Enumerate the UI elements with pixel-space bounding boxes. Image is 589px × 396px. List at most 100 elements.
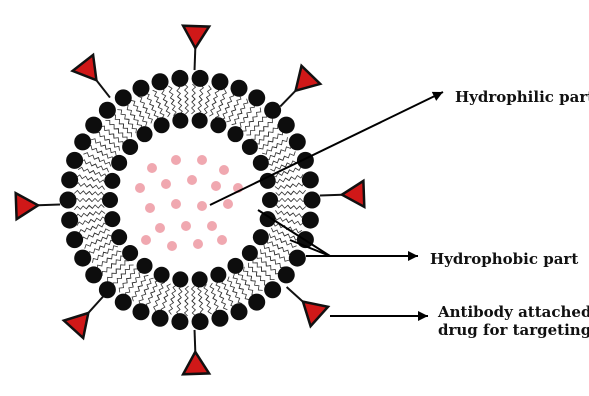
antibody-stem [195, 330, 196, 352]
lipid-tail [94, 158, 111, 167]
lipid-tail [209, 99, 216, 117]
lipid-tail [86, 191, 104, 195]
outer-lipid-head [302, 212, 319, 229]
outer-lipid-head [66, 231, 83, 248]
drug-dot [147, 163, 157, 173]
lipid-tail [275, 210, 293, 215]
antibody-triangle [183, 26, 209, 48]
antibody-triangle [342, 181, 364, 207]
lipid-tail [86, 198, 104, 201]
lipid-tail [237, 113, 248, 128]
outer-lipid-head [85, 117, 102, 134]
inner-lipid-head [137, 126, 153, 142]
lipid-tail [170, 98, 176, 116]
drug-dot [171, 199, 181, 209]
lipid-tail [119, 124, 131, 137]
antibody-label-line2: drug for targeting [438, 321, 589, 339]
arrowhead-icon [408, 251, 418, 261]
inner-lipid-head [172, 113, 188, 129]
antibody-stem [195, 48, 196, 70]
lipid-tail [93, 252, 108, 263]
arrowhead-icon [418, 311, 428, 321]
lipid-tail [238, 99, 248, 115]
inner-lipid-head [227, 258, 243, 274]
antibody-triangle [16, 193, 38, 219]
drug-dot [217, 235, 227, 245]
drug-dot [207, 221, 217, 231]
lipid-tail [83, 153, 99, 162]
lipid-tail [274, 177, 292, 183]
lipid-tail [171, 285, 177, 303]
lipid-tail [276, 191, 294, 195]
drug-dot [181, 221, 191, 231]
lipid-tail [228, 277, 237, 293]
antibody-triangle [296, 66, 321, 91]
lipid-tail [87, 184, 105, 189]
drug-dot [193, 239, 203, 249]
antibody-icon [183, 26, 209, 70]
lipid-tail [221, 103, 230, 120]
outer-lipid-head [289, 250, 306, 267]
lipid-tail [280, 238, 296, 247]
lipid-tail [108, 269, 121, 282]
outer-lipid-head [74, 250, 91, 267]
lipid-tail [216, 281, 224, 298]
lipid-tail [124, 105, 135, 120]
lipid-tail [85, 240, 101, 249]
lipid-tail [256, 272, 268, 285]
lipid-tail [101, 145, 116, 156]
lipid-tail [264, 244, 279, 255]
lipid-tail [164, 284, 171, 302]
outer-lipid-head [61, 212, 78, 229]
lipid-tail [157, 282, 165, 299]
outer-lipid-head [66, 152, 83, 169]
lipid-tail [210, 283, 217, 300]
lipid-tail [199, 85, 204, 103]
inner-lipid-head [172, 271, 188, 287]
antibody-icon [280, 66, 320, 107]
antibody-pointer [330, 311, 428, 321]
lipid-tail [82, 233, 99, 241]
lipid-tail [105, 120, 118, 133]
antibody-label: Antibody attached drug for targeting [438, 303, 589, 339]
lipid-tail [178, 97, 183, 115]
inner-lipid-head [262, 192, 278, 208]
outer-lipid-head [211, 73, 228, 90]
lipid-tail [276, 204, 294, 208]
inner-lipid-head [122, 245, 138, 261]
drug-dot [219, 165, 229, 175]
lipid-tail [233, 274, 243, 290]
inner-lipid-head [242, 245, 258, 261]
lipid-tail [87, 211, 105, 216]
antibody-triangle [183, 352, 209, 374]
antibody-icon [73, 55, 110, 98]
lipid-tail [287, 212, 305, 217]
lipid-tail [151, 280, 160, 297]
lipid-tail [275, 184, 293, 189]
outer-lipid-head [231, 80, 248, 97]
lipid-tail [88, 177, 106, 183]
inner-lipid-head [111, 155, 127, 171]
lipid-tail [254, 113, 266, 126]
lipid-tail [274, 251, 289, 262]
outer-head-layer [60, 70, 321, 330]
outer-lipid-head [132, 80, 149, 97]
antibody-icon [16, 193, 60, 219]
lipid-tail [138, 96, 148, 112]
lipid-tail [169, 297, 175, 315]
outer-lipid-head [60, 192, 77, 209]
lipid-tail [163, 100, 170, 117]
outer-lipid-head [152, 310, 169, 327]
lipid-tail [92, 164, 109, 172]
lipid-tail [156, 102, 164, 119]
lipid-tail [203, 97, 209, 115]
lipid-tail [143, 107, 152, 123]
drug-dot [197, 155, 207, 165]
drug-dot [171, 155, 181, 165]
lipid-tail [226, 290, 235, 307]
pointer-lines [210, 92, 443, 321]
lipid-tail [259, 118, 272, 131]
antibody-triangle [73, 55, 97, 80]
lipid-tail [264, 124, 278, 136]
lipid-tail [177, 298, 182, 316]
